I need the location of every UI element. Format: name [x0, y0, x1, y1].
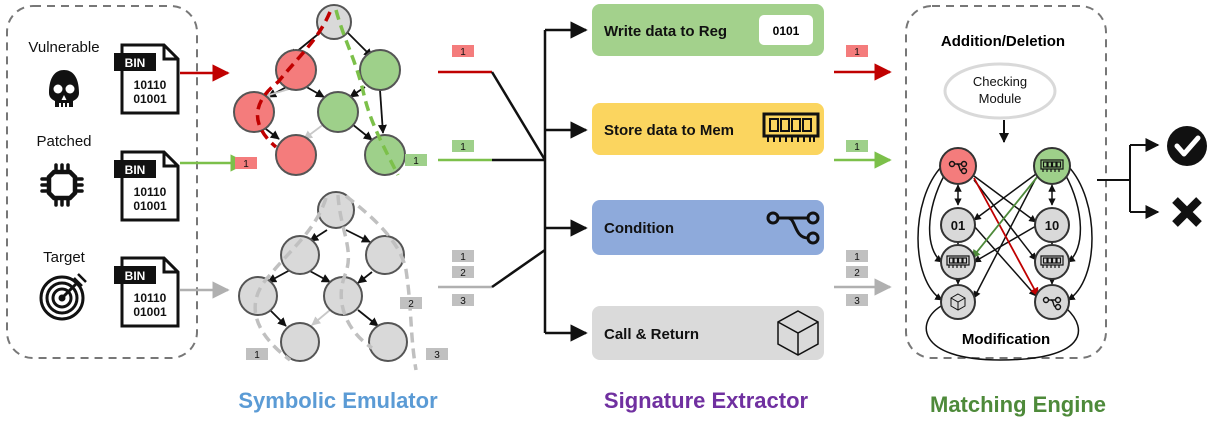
check-icon	[1167, 126, 1207, 166]
extractor-outputs: 1 1 1 2 3	[834, 45, 892, 307]
svg-text:2: 2	[408, 299, 414, 310]
bin-document-vulnerable: BIN 10110 01001	[114, 43, 180, 115]
svg-text:1: 1	[854, 142, 860, 153]
cube-icon	[777, 310, 819, 356]
matching-graph: 01 10	[917, 147, 1093, 361]
svg-text:2: 2	[854, 268, 860, 279]
signature-store: Store data to Mem	[592, 103, 824, 155]
svg-text:Call & Return: Call & Return	[604, 326, 699, 343]
svg-text:1: 1	[460, 47, 466, 58]
memory-icon	[762, 112, 820, 142]
skull-icon	[49, 70, 79, 107]
result-connectors	[1097, 138, 1160, 219]
svg-text:1: 1	[460, 252, 466, 263]
signature-write: Write data to Reg 0101	[592, 4, 824, 56]
emulator-tags: 1 1 2 1 3	[235, 154, 448, 361]
svg-text:10110: 10110	[134, 185, 167, 199]
addition-deletion-label: Addition/Deletion	[941, 33, 1065, 50]
svg-text:01001: 01001	[133, 305, 167, 319]
svg-text:1: 1	[413, 156, 419, 167]
chip-icon	[40, 163, 84, 207]
svg-text:Checking: Checking	[973, 74, 1027, 89]
svg-text:3: 3	[460, 296, 466, 307]
vulnerable-label: Vulnerable	[28, 39, 99, 56]
signature-call: Call & Return	[592, 306, 824, 360]
svg-text:1: 1	[854, 252, 860, 263]
svg-text:1: 1	[460, 142, 466, 153]
section-title-emulator: Symbolic Emulator	[238, 388, 438, 413]
svg-text:Module: Module	[979, 91, 1022, 106]
svg-text:3: 3	[434, 350, 440, 361]
svg-text:BIN: BIN	[125, 269, 146, 283]
svg-text:01001: 01001	[133, 199, 167, 213]
input-panel	[6, 5, 198, 359]
checking-module	[943, 62, 1057, 120]
svg-text:01001: 01001	[133, 92, 167, 106]
section-title-engine: Matching Engine	[930, 392, 1106, 417]
cfg-bottom	[238, 191, 418, 371]
bin-document-patched: BIN 10110 01001	[114, 150, 180, 222]
signature-condition: Condition	[592, 200, 824, 255]
svg-text:2: 2	[460, 268, 466, 279]
svg-text:10: 10	[1045, 218, 1059, 233]
svg-text:1: 1	[243, 159, 249, 170]
svg-text:Condition: Condition	[604, 220, 674, 237]
svg-text:1: 1	[854, 47, 860, 58]
svg-text:10110: 10110	[134, 291, 167, 305]
svg-text:0101: 0101	[773, 24, 800, 38]
svg-text:BIN: BIN	[125, 56, 146, 70]
svg-text:01: 01	[951, 218, 965, 233]
section-title-extractor: Signature Extractor	[604, 388, 809, 413]
svg-text:Write data to Reg: Write data to Reg	[604, 23, 727, 40]
svg-text:10110: 10110	[134, 78, 167, 92]
modification-label: Modification	[962, 331, 1050, 348]
patched-label: Patched	[36, 133, 91, 150]
target-label: Target	[43, 249, 86, 266]
svg-text:3: 3	[854, 296, 860, 307]
cross-icon	[1172, 197, 1202, 227]
svg-text:1: 1	[254, 350, 260, 361]
svg-text:BIN: BIN	[125, 163, 146, 177]
cfg-top	[233, 4, 406, 176]
extractor-connectors	[490, 21, 588, 342]
svg-text:Store data to Mem: Store data to Mem	[604, 122, 734, 139]
matching-panel	[905, 5, 1107, 359]
bin-document-target: BIN 10110 01001	[114, 256, 180, 328]
target-icon	[39, 273, 87, 321]
branch-icon	[766, 211, 820, 245]
emulator-outputs: 1 1 1 2 3	[438, 45, 492, 307]
